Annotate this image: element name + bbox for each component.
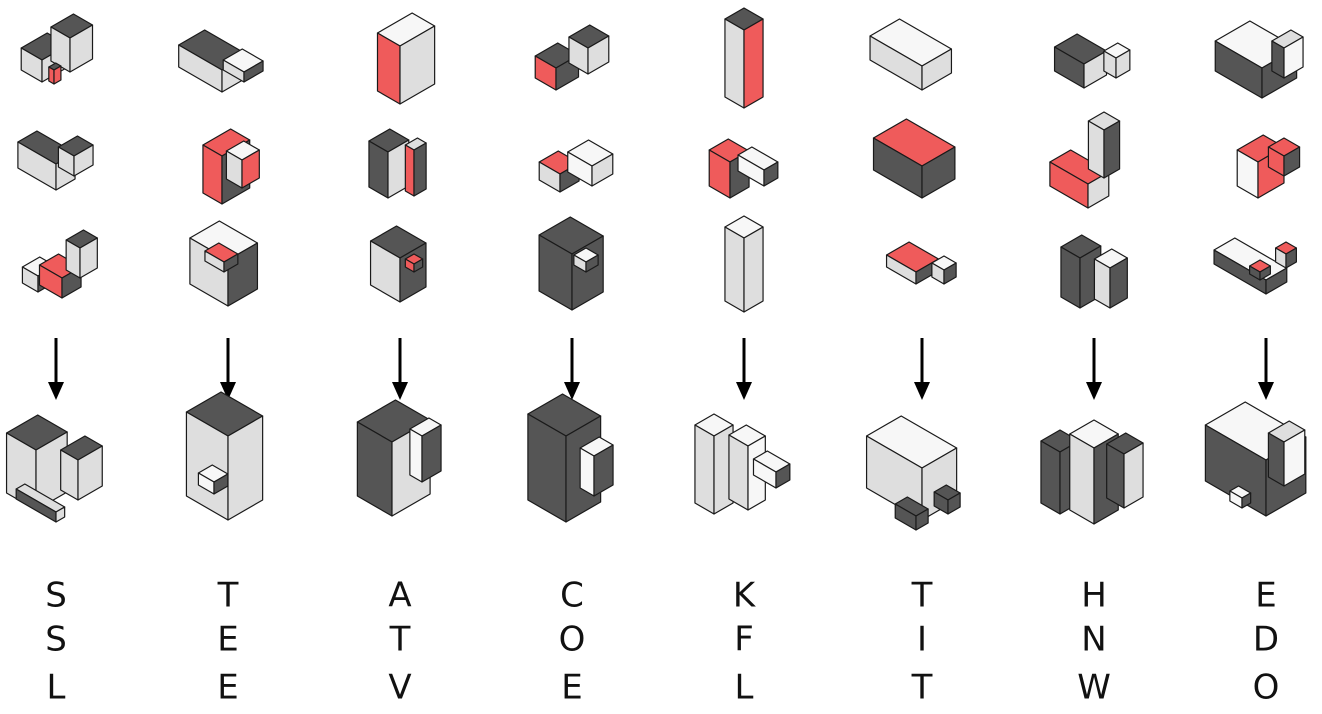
puzzle-part-icon — [190, 221, 258, 306]
letter-label: E — [561, 668, 582, 708]
column-6: TIT — [867, 19, 961, 708]
letter-label: K — [733, 576, 757, 616]
puzzle-part-icon — [870, 19, 951, 90]
puzzle-part-icon — [725, 216, 763, 312]
puzzle-part-icon — [1050, 112, 1120, 208]
letter-label: N — [1081, 620, 1106, 660]
assembled-cube-icon — [357, 400, 441, 516]
assembled-cube-icon — [528, 394, 613, 522]
down-arrow-icon — [392, 338, 408, 400]
column-3: ATV — [357, 13, 441, 708]
down-arrow-icon — [220, 338, 236, 400]
column-8: EDO — [1205, 21, 1305, 708]
letter-label: F — [734, 620, 754, 660]
letter-label: D — [1253, 620, 1279, 660]
puzzle-part-icon — [535, 25, 609, 90]
letter-label: V — [388, 668, 411, 708]
letter-label: A — [388, 576, 411, 616]
letter-label: E — [217, 668, 238, 708]
letter-label: S — [45, 576, 67, 616]
letter-label: T — [911, 576, 933, 616]
puzzle-part-icon — [1055, 34, 1130, 88]
down-arrow-icon — [736, 338, 752, 400]
puzzle-part-icon — [203, 129, 259, 204]
assembled-cube-icon — [7, 415, 103, 522]
puzzle-part-icon — [1237, 135, 1299, 198]
puzzle-part-icon — [539, 217, 603, 310]
column-1: SSL — [7, 14, 103, 708]
column-2: TEE — [179, 30, 263, 708]
down-arrow-icon — [48, 338, 64, 400]
puzzle-part-icon — [539, 140, 613, 192]
letter-label: E — [1255, 576, 1276, 616]
puzzle-part-icon — [369, 129, 426, 198]
letter-label: T — [911, 668, 933, 708]
down-arrow-icon — [1258, 338, 1274, 400]
puzzle-part-icon — [377, 13, 434, 104]
puzzle-part-icon — [1061, 235, 1127, 308]
puzzle-part-icon — [18, 131, 93, 190]
down-arrow-icon — [914, 338, 930, 400]
letter-label: H — [1081, 576, 1107, 616]
column-7: HNW — [1041, 34, 1143, 708]
letter-label: O — [559, 620, 586, 660]
letter-label: C — [560, 576, 584, 616]
assembled-cube-icon — [186, 392, 262, 520]
assembled-cube-icon — [695, 414, 790, 514]
letter-label: L — [735, 668, 754, 708]
column-5: KFL — [695, 8, 790, 708]
puzzle-part-icon — [887, 242, 957, 284]
letter-label: O — [1253, 668, 1280, 708]
letter-label: I — [917, 620, 927, 660]
assembled-cube-icon — [867, 416, 961, 530]
puzzle-part-icon — [1214, 238, 1296, 294]
puzzle-part-icon — [725, 8, 763, 108]
assembled-cube-icon — [1041, 420, 1143, 524]
puzzle-part-icon — [21, 14, 92, 84]
puzzle-part-icon — [179, 30, 263, 92]
letter-label: W — [1077, 668, 1111, 708]
letter-label: S — [45, 620, 67, 660]
letter-label: L — [47, 668, 66, 708]
assembled-cube-icon — [1205, 402, 1305, 516]
puzzle-part-icon — [22, 230, 97, 298]
column-4: COE — [528, 25, 613, 708]
letter-label: E — [217, 620, 238, 660]
letter-label: T — [389, 620, 411, 660]
puzzle-part-icon — [709, 139, 778, 198]
down-arrow-icon — [1086, 338, 1102, 400]
letter-label: T — [217, 576, 239, 616]
puzzle-part-icon — [1215, 21, 1303, 98]
down-arrow-icon — [564, 338, 580, 400]
puzzle-part-icon — [371, 226, 426, 302]
puzzle-part-icon — [874, 119, 955, 198]
